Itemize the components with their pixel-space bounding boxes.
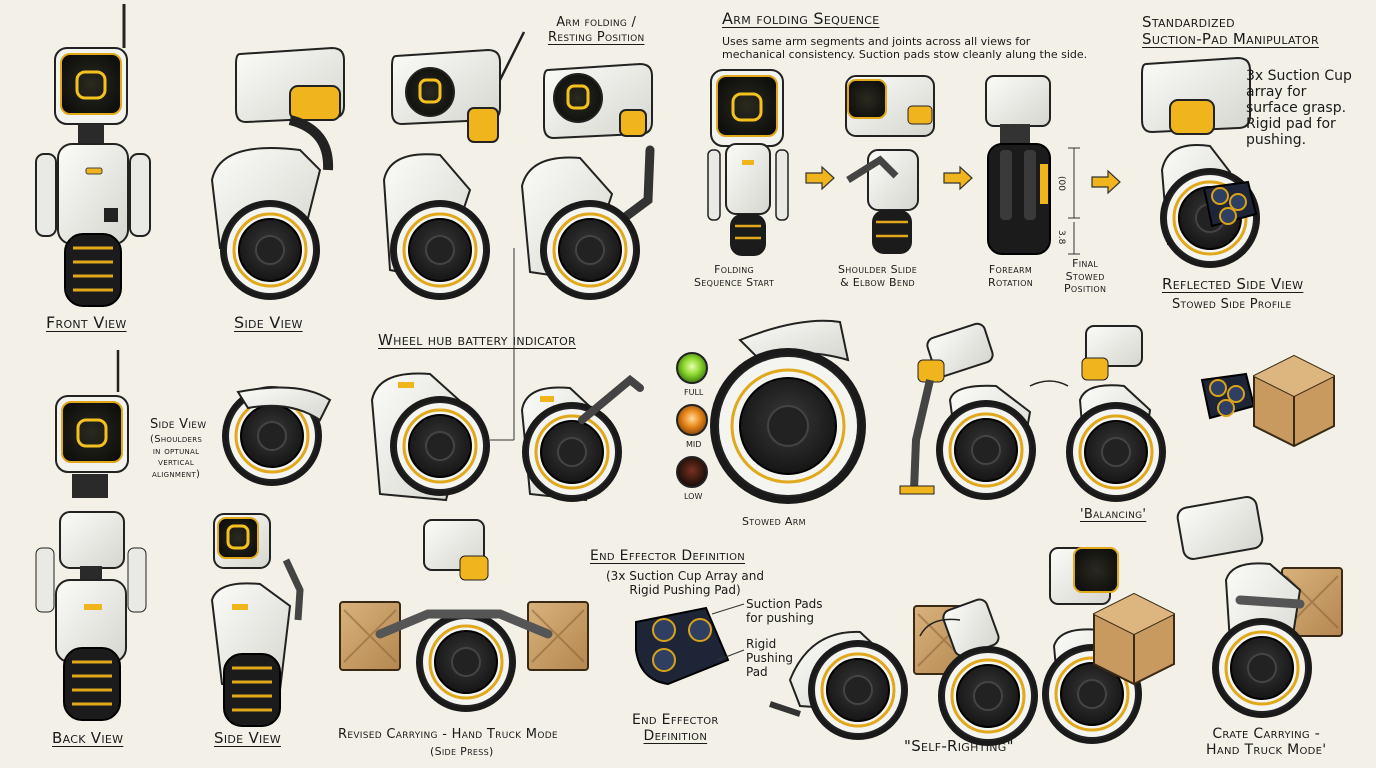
arm-resting-robot-2 [520,63,655,302]
side-view-mid-label: Side View [150,417,207,432]
dim-top-label: (00 [1056,176,1066,191]
arm-seq-shoulder-robot [845,75,935,254]
end-effector-pad [635,603,745,686]
wheel-hub-label: Wheel hub battery indicator [378,331,577,349]
seq-arrow-2 [943,166,973,190]
seq-arrow-3 [1091,170,1121,194]
arm-seq-description: Uses same arm segments and joints across… [722,35,1088,61]
side-view-top-label: Side View [234,313,303,332]
crate-carrying-robot [1176,496,1343,720]
stowed-arm-wheel [710,319,866,504]
seq-shoulder-label: Shoulder Slide& Elbow Bend [838,263,918,289]
crate-carrying-label: Crate Carrying -Hand Truck Mode' [1206,726,1327,759]
back-view-robot [35,511,147,722]
end-effector-caption: End Effector Definition [632,712,719,745]
front-view-robot [35,4,151,308]
side-view-robot-mid [54,350,332,498]
balancing-label: 'Balancing' [1080,507,1147,522]
suction-box-grasp [1201,355,1335,447]
self-righting-label: "Self-Righting" [904,737,1014,755]
hand-truck-robot [339,519,589,714]
side-press-label: (Side Press) [430,745,494,758]
led-full-label: FULL [684,388,704,397]
dim-bottom-label: 3.8 [1056,230,1066,245]
side-view-robot-bottom [210,513,304,728]
arm-seq-title: Arm folding Sequence [722,9,880,28]
battery-leds [676,352,708,488]
suction-manipulator-robot [1141,57,1262,270]
led-low-label: LOW [684,492,703,501]
back-view-label: Back View [52,729,124,747]
side-view-bottom-label: Side View [214,729,281,747]
arm-resting-robot-1 [382,31,526,302]
wheel-hub-robots [370,248,644,504]
led-mid-label: MID [686,440,702,449]
balancing-robots [899,322,1168,504]
front-view-label: Front View [46,313,127,332]
arm-folding-resting-label: Arm folding / Resting Position [548,15,645,45]
stowed-arm-label: Stowed Arm [742,515,806,528]
revised-carrying-label: Revised Carrying - Hand Truck Mode [338,727,558,742]
seq-arrow-1 [805,166,835,190]
stowed-profile-label: Stowed Side Profile [1172,297,1292,312]
suction-title: Standardized Suction-Pad Manipulator [1142,13,1319,49]
arm-seq-forearm-robot [985,75,1051,255]
self-righting-robots [769,547,1175,748]
arm-seq-start-robot [707,68,789,256]
side-view-robot-top [210,47,345,302]
dimension-lines [1068,147,1080,255]
end-effector-title: End Effector Definition [590,548,746,564]
reflected-side-label: Reflected Side View [1162,275,1304,293]
